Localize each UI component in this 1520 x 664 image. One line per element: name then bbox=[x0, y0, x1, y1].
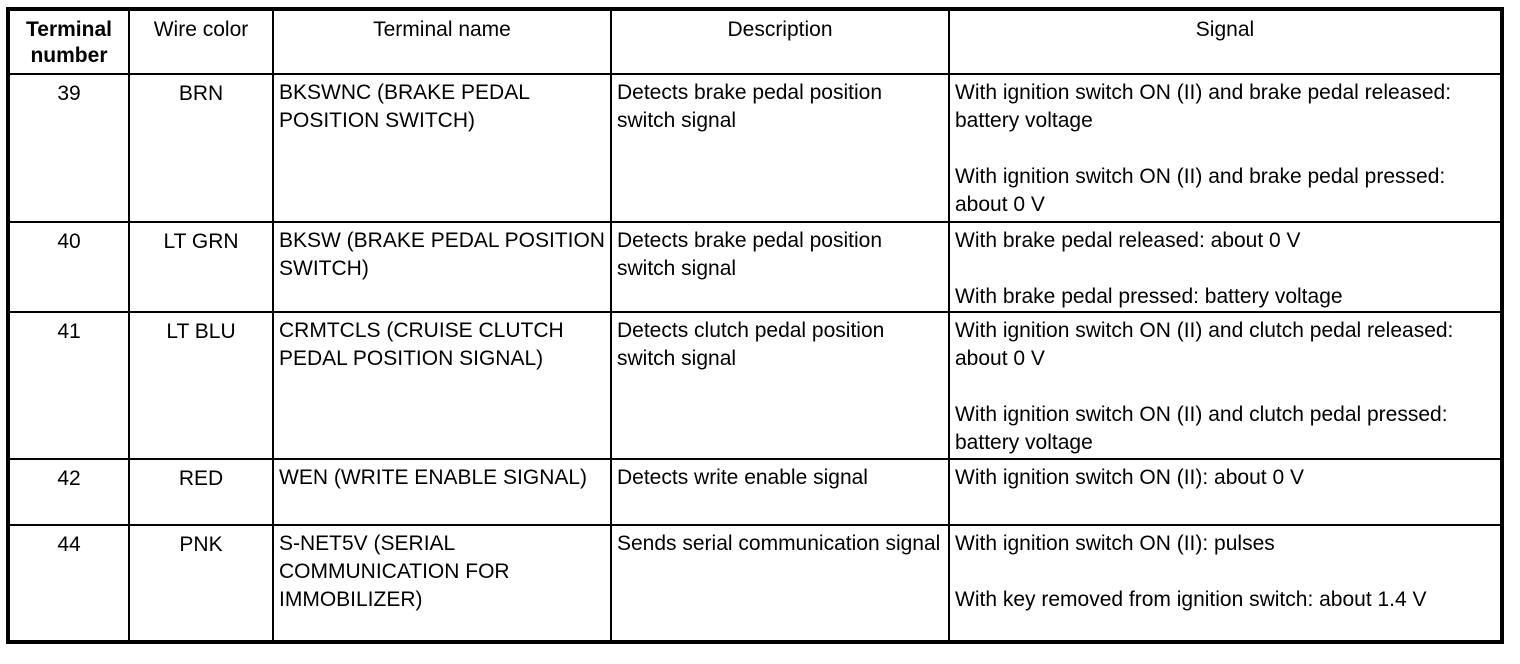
table-row: 41 LT BLU CRMTCLS (CRUISE CLUTCH PEDAL P… bbox=[7, 311, 1503, 460]
wire-color-value: LT GRN bbox=[163, 230, 239, 253]
cell-signal: With ignition switch ON (II): pulses Wit… bbox=[948, 524, 1503, 643]
header-terminal-number-line1: Terminal bbox=[26, 18, 112, 41]
header-row: Terminal number Wire color Terminal name… bbox=[7, 8, 1503, 75]
description-value: Detects brake pedal position switch sign… bbox=[617, 81, 882, 132]
signal-value: With ignition switch ON (II): pulses Wit… bbox=[950, 526, 1500, 614]
header-description-label: Description bbox=[727, 18, 833, 41]
terminal-number-value: 41 bbox=[57, 320, 81, 343]
column-header-terminal-number: Terminal number bbox=[7, 8, 130, 75]
description-value: Detects write enable signal bbox=[617, 466, 868, 489]
cell-terminal-name: WEN (WRITE ENABLE SIGNAL) bbox=[272, 458, 612, 526]
signal-value: With ignition switch ON (II) and clutch … bbox=[950, 313, 1500, 457]
signal-value: With ignition switch ON (II): about 0 V bbox=[950, 460, 1500, 492]
signal-paragraph: With ignition switch ON (II) and clutch … bbox=[955, 319, 1454, 370]
description-value: Detects clutch pedal position switch sig… bbox=[617, 319, 885, 370]
cell-description: Detects clutch pedal position switch sig… bbox=[610, 311, 950, 460]
cell-terminal-name: BKSWNC (BRAKE PEDAL POSITION SWITCH) bbox=[272, 73, 612, 223]
cell-wire-color: RED bbox=[128, 458, 274, 526]
cell-terminal-number: 44 bbox=[7, 524, 130, 643]
terminal-name-value: BKSWNC (BRAKE PEDAL POSITION SWITCH) bbox=[279, 81, 530, 132]
header-terminal-name-label: Terminal name bbox=[373, 18, 511, 41]
cell-description: Detects brake pedal position switch sign… bbox=[610, 221, 950, 313]
description-value: Sends serial communication signal bbox=[617, 532, 941, 555]
terminal-name-value: CRMTCLS (CRUISE CLUTCH PEDAL POSITION SI… bbox=[279, 319, 564, 370]
table-body: 39 BRN BKSWNC (BRAKE PEDAL POSITION SWIT… bbox=[7, 73, 1503, 643]
table-row: 42 RED WEN (WRITE ENABLE SIGNAL) Detects… bbox=[7, 458, 1503, 526]
cell-signal: With ignition switch ON (II): about 0 V bbox=[948, 458, 1503, 526]
table-row: 40 LT GRN BKSW (BRAKE PEDAL POSITION SWI… bbox=[7, 221, 1503, 313]
header-wire-color-label: Wire color bbox=[153, 18, 249, 41]
terminal-reference-table: Terminal number Wire color Terminal name… bbox=[6, 7, 1504, 644]
cell-terminal-number: 39 bbox=[7, 73, 130, 223]
column-header-description: Description bbox=[610, 8, 950, 75]
terminal-number-value: 40 bbox=[57, 230, 81, 253]
cell-description: Sends serial communication signal bbox=[610, 524, 950, 643]
signal-paragraph: With ignition switch ON (II): pulses bbox=[955, 532, 1275, 555]
signal-paragraph: With ignition switch ON (II) and brake p… bbox=[955, 81, 1452, 132]
description-value: Detects brake pedal position switch sign… bbox=[617, 229, 882, 280]
cell-terminal-number: 41 bbox=[7, 311, 130, 460]
cell-signal: With ignition switch ON (II) and clutch … bbox=[948, 311, 1503, 460]
cell-terminal-number: 40 bbox=[7, 221, 130, 313]
table-row: 44 PNK S-NET5V (SERIAL COMMUNICATION FOR… bbox=[7, 524, 1503, 643]
wire-color-value: RED bbox=[178, 467, 224, 490]
cell-wire-color: LT BLU bbox=[128, 311, 274, 460]
wire-color-value: LT BLU bbox=[166, 320, 236, 343]
cell-terminal-number: 42 bbox=[7, 458, 130, 526]
header-terminal-number-line2: number bbox=[30, 44, 108, 67]
cell-description: Detects write enable signal bbox=[610, 458, 950, 526]
cell-terminal-name: S-NET5V (SERIAL COMMUNICATION FOR IMMOBI… bbox=[272, 524, 612, 643]
column-header-signal: Signal bbox=[948, 8, 1503, 75]
signal-paragraph: With ignition switch ON (II) and clutch … bbox=[955, 403, 1448, 454]
terminal-number-value: 42 bbox=[57, 467, 81, 490]
signal-paragraph: With brake pedal released: about 0 V bbox=[955, 229, 1301, 252]
signal-value: With brake pedal released: about 0 V Wit… bbox=[950, 223, 1500, 311]
cell-description: Detects brake pedal position switch sign… bbox=[610, 73, 950, 223]
terminal-number-value: 39 bbox=[57, 82, 81, 105]
signal-paragraph: With ignition switch ON (II) and brake p… bbox=[955, 165, 1446, 216]
column-header-terminal-name: Terminal name bbox=[272, 8, 612, 75]
terminal-name-value: S-NET5V (SERIAL COMMUNICATION FOR IMMOBI… bbox=[279, 532, 510, 611]
cell-signal: With ignition switch ON (II) and brake p… bbox=[948, 73, 1503, 223]
signal-paragraph: With brake pedal pressed: battery voltag… bbox=[955, 285, 1343, 308]
cell-wire-color: PNK bbox=[128, 524, 274, 643]
signal-paragraph: With key removed from ignition switch: a… bbox=[955, 588, 1427, 611]
wire-color-value: PNK bbox=[179, 533, 223, 556]
terminal-name-value: BKSW (BRAKE PEDAL POSITION SWITCH) bbox=[279, 229, 605, 280]
table-header: Terminal number Wire color Terminal name… bbox=[7, 8, 1503, 75]
signal-value: With ignition switch ON (II) and brake p… bbox=[950, 75, 1500, 219]
cell-terminal-name: CRMTCLS (CRUISE CLUTCH PEDAL POSITION SI… bbox=[272, 311, 612, 460]
wire-color-value: BRN bbox=[178, 82, 224, 105]
signal-paragraph: With ignition switch ON (II): about 0 V bbox=[955, 466, 1304, 489]
column-header-wire-color: Wire color bbox=[128, 8, 274, 75]
table-row: 39 BRN BKSWNC (BRAKE PEDAL POSITION SWIT… bbox=[7, 73, 1503, 223]
cell-terminal-name: BKSW (BRAKE PEDAL POSITION SWITCH) bbox=[272, 221, 612, 313]
cell-wire-color: LT GRN bbox=[128, 221, 274, 313]
cell-signal: With brake pedal released: about 0 V Wit… bbox=[948, 221, 1503, 313]
terminal-number-value: 44 bbox=[57, 533, 81, 556]
cell-wire-color: BRN bbox=[128, 73, 274, 223]
header-signal-label: Signal bbox=[1195, 18, 1255, 41]
terminal-name-value: WEN (WRITE ENABLE SIGNAL) bbox=[279, 466, 588, 489]
